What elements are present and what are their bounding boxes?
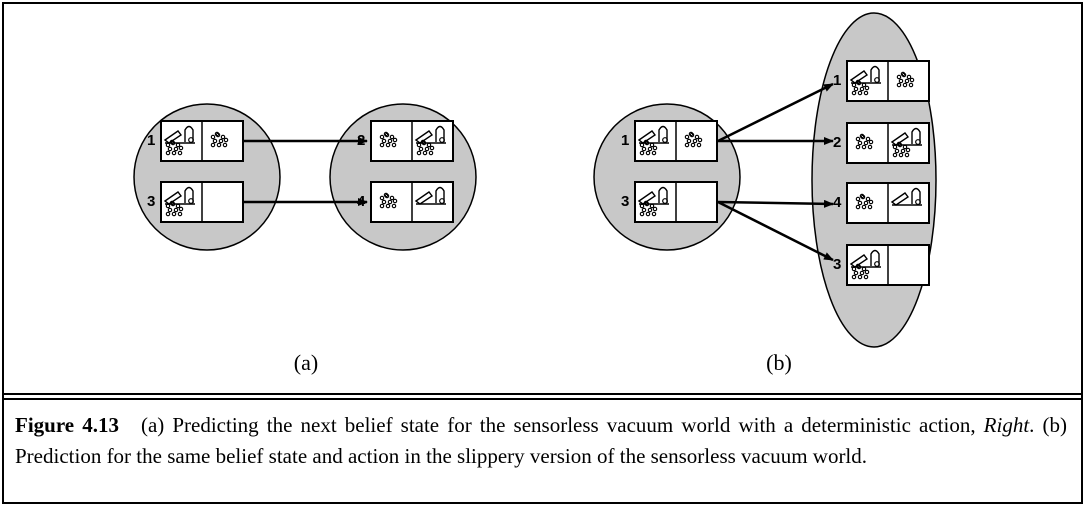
dirt-icon: [851, 263, 870, 280]
vacuum-icon: [637, 186, 669, 205]
dirt-icon: [896, 71, 915, 88]
state-box-b-after-1: 1: [833, 60, 930, 102]
caption-rule-lower: [2, 398, 1083, 400]
state-number: 3: [833, 256, 841, 273]
dirt-icon: [855, 133, 874, 150]
dirt-icon: [639, 200, 658, 217]
state-box-b-after-3: 4: [833, 182, 930, 224]
caption-rule-upper: [2, 393, 1083, 395]
state-number: 4: [833, 194, 842, 211]
state-number: 3: [621, 193, 629, 210]
state-number: 1: [621, 132, 629, 149]
dirt-icon: [379, 192, 398, 209]
state-number: 2: [357, 132, 365, 149]
state-number: 4: [357, 193, 366, 210]
transition-arrow-b-4: [717, 200, 834, 262]
vacuum-icon: [414, 186, 446, 205]
dirt-icon: [855, 193, 874, 210]
dirt-icon: [210, 131, 229, 148]
figure-number: Figure 4.13: [15, 413, 119, 437]
dirt-icon: [165, 200, 184, 217]
dirt-icon: [892, 141, 911, 158]
dirt-icon: [416, 139, 435, 156]
state-box-b-after-4: 3: [833, 244, 930, 286]
state-box-b-before-2: 3: [621, 181, 718, 223]
state-number: 3: [147, 193, 155, 210]
dirt-icon: [639, 139, 658, 156]
panel-b-label: (b): [766, 350, 792, 375]
panel-a-label: (a): [293, 350, 319, 375]
caption-action: Right: [983, 413, 1030, 437]
state-box-a-after-2: 4: [357, 181, 454, 223]
state-number: 1: [833, 72, 841, 89]
vacuum-icon: [890, 187, 922, 206]
state-box-a-before-2: 3: [147, 181, 244, 223]
caption-text-part2: . (b) Prediction for the same belief sta…: [15, 413, 1067, 468]
transition-arrow-b-3: [717, 199, 834, 208]
dirt-icon: [165, 139, 184, 156]
state-number: 1: [147, 132, 155, 149]
state-box-b-before-1: 1: [621, 120, 718, 162]
dirt-icon: [684, 131, 703, 148]
state-box-a-after-1: 2: [357, 120, 454, 162]
figure-caption: Figure 4.13 (a) Predicting the next belie…: [15, 410, 1067, 472]
dirt-icon: [851, 79, 870, 96]
state-box-a-before-1: 1: [147, 120, 244, 162]
dirt-icon: [379, 131, 398, 148]
transition-arrow-b-1: [717, 82, 834, 143]
belief-state-diagram: 1 3 2 4 1 3 1 2 4 3: [133, 12, 937, 348]
caption-text-part1: (a) Predicting the next belief state for…: [140, 413, 976, 437]
state-number: 2: [833, 134, 841, 151]
state-box-b-after-2: 2: [833, 122, 930, 164]
